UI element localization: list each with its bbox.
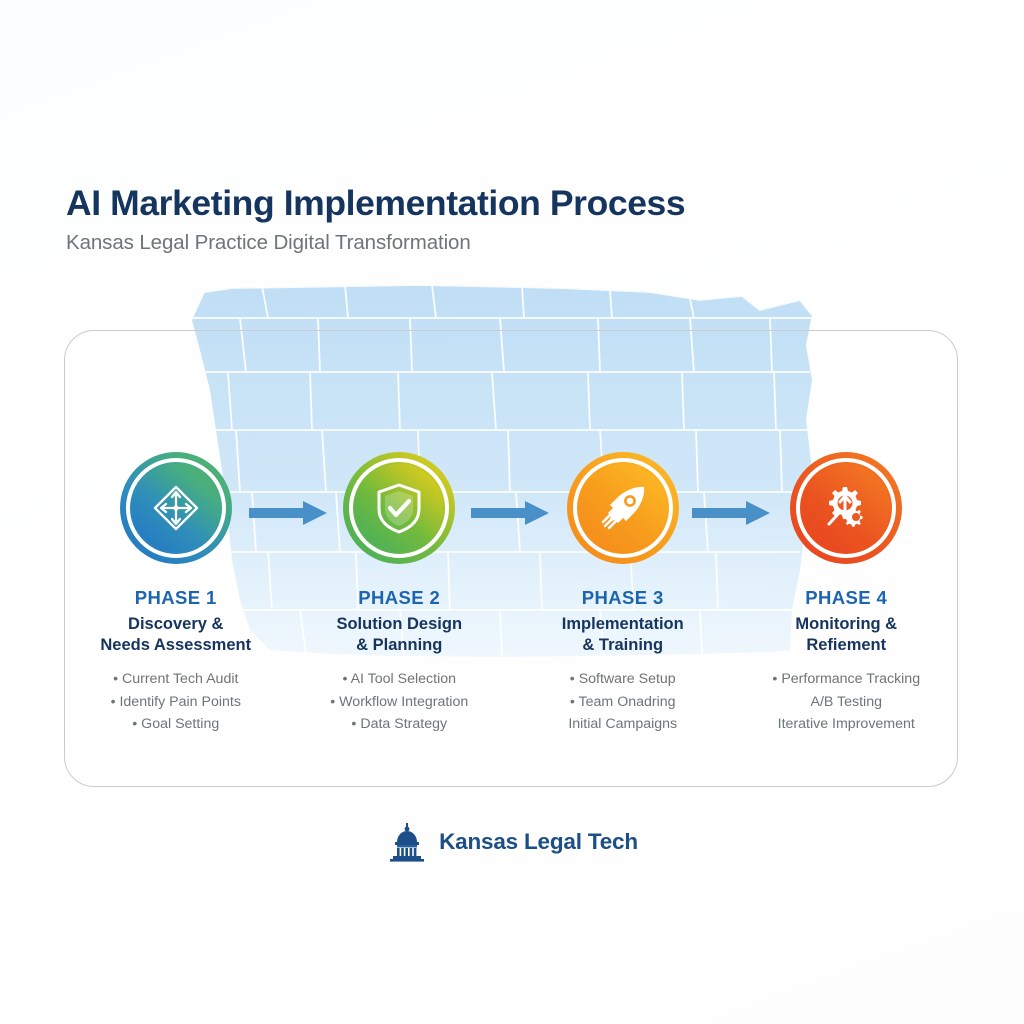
phase-2-icon-badge [343,452,456,564]
phase-1-label: PHASE 1 [134,587,217,608]
list-item: • AI Tool Selection [342,671,457,688]
process-card-frame [64,330,958,787]
list-item: Initial Campaigns [568,716,678,733]
phase-2-label: PHASE 2 [358,587,441,608]
list-item: • Current Tech Audit [113,671,239,688]
list-item: • Workflow Integration [330,693,469,710]
shield-check-icon [355,464,444,552]
phase-card-1[interactable]: PHASE 1 Discovery & Needs Assessment • C… [64,330,288,787]
phase-3-bullets: • Software Setup • Team Onadring Initial… [568,668,677,735]
phase-1-title: Discovery & Needs Assessment [100,615,252,655]
phase-3-icon-badge [566,452,679,564]
phase-card-4[interactable]: PHASE 4 Monitoring & Refiement • Perform… [735,330,959,787]
page-title: AI Marketing Implementation Process [66,183,686,223]
phase-row: PHASE 1 Discovery & Needs Assessment • C… [64,330,958,787]
gears-analytics-icon [802,464,891,552]
phase-card-3[interactable]: PHASE 3 Implementation & Training • Soft… [511,330,735,787]
list-item: • Software Setup [569,671,676,688]
phase-4-icon-badge [790,452,903,564]
diamond-compass-icon [131,464,220,552]
page-subtitle: Kansas Legal Practice Digital Transforma… [66,231,471,255]
phase-1-bullets: • Current Tech Audit • Identify Pain Poi… [111,668,241,735]
list-item: • Identify Pain Points [110,693,241,710]
phase-3-label: PHASE 3 [581,587,664,608]
list-item: • Team Onadring [569,693,676,710]
list-item: • Data Strategy [351,716,448,733]
capitol-dome-icon [386,822,428,862]
list-item: • Performance Tracking [772,671,921,688]
phase-card-2[interactable]: PHASE 2 Solution Design & Planning • AI … [288,330,512,787]
footer-brand-text: Kansas Legal Tech [439,829,638,854]
phase-3-title: Implementation & Training [561,615,684,655]
phase-2-bullets: • AI Tool Selection • Workflow Integrati… [330,668,468,735]
list-item: Iterative Improvement [777,716,915,733]
rocket-icon [578,464,667,552]
list-item: A/B Testing [810,693,882,710]
phase-4-label: PHASE 4 [805,587,888,608]
phase-4-bullets: • Performance Tracking A/B Testing Itera… [772,668,920,735]
phase-4-title: Monitoring & Refiement [795,615,898,655]
phase-1-icon-badge [119,452,232,564]
header-block: AI Marketing Implementation Process Kans… [66,183,866,255]
phase-2-title: Solution Design & Planning [336,615,463,655]
footer-brand: Kansas Legal Tech [0,822,1024,862]
list-item: • Goal Setting [132,716,220,733]
